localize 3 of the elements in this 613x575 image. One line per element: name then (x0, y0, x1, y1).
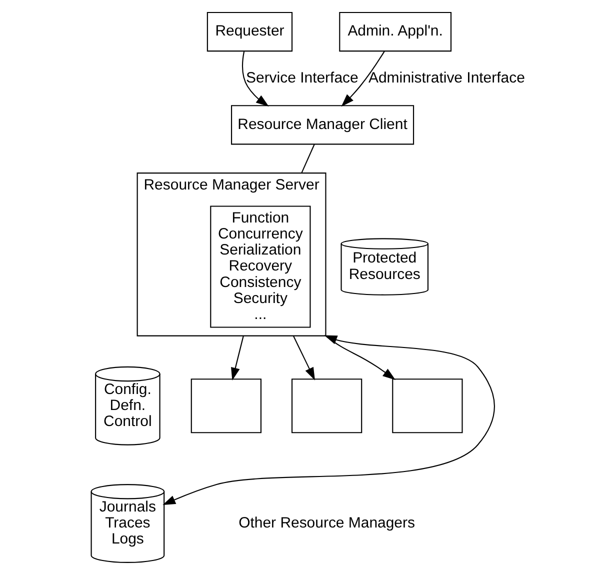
label: Other Resource Managers (238, 514, 414, 532)
edge-label: Administrative Interface (368, 69, 524, 86)
edge-label: Service Interface (246, 69, 358, 86)
